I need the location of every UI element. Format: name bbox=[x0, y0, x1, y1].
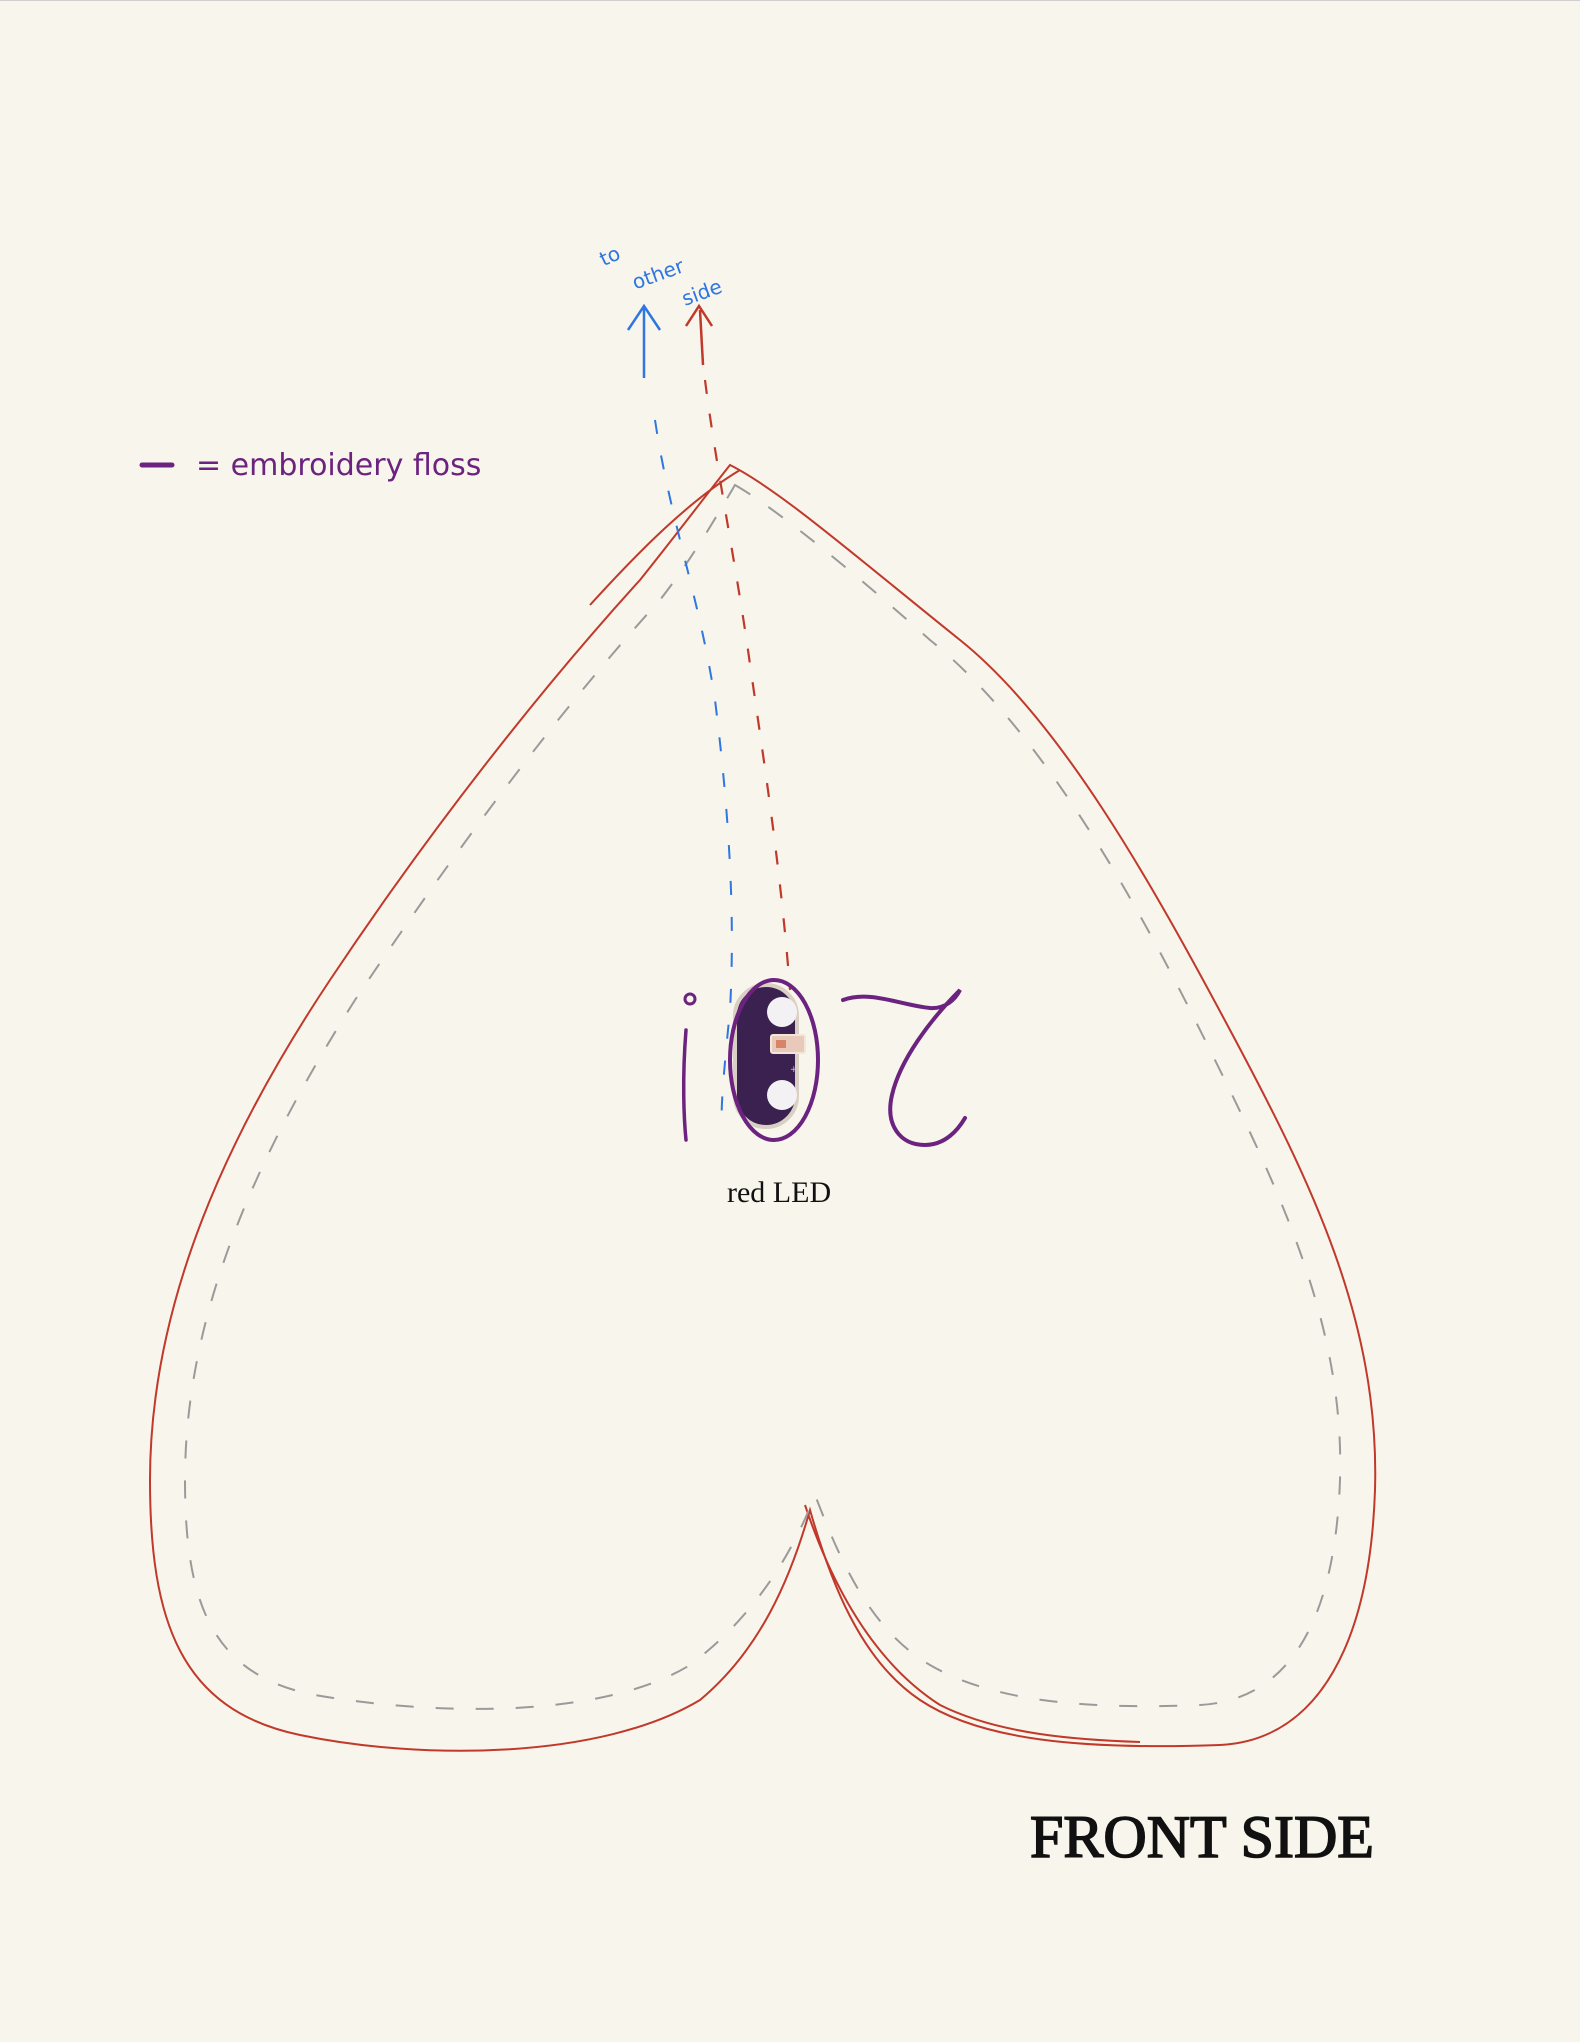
red-thread-dashed bbox=[703, 379, 792, 991]
floss-seven bbox=[841, 988, 967, 1148]
floss-i-dot bbox=[683, 992, 697, 1006]
annotation-to: to bbox=[596, 241, 624, 271]
blue-arrow-head bbox=[626, 303, 662, 331]
top-rule bbox=[0, 0, 1580, 1]
blue-thread-dashed bbox=[654, 419, 733, 1131]
floss-loop bbox=[728, 978, 820, 1142]
red-arrow-head bbox=[684, 303, 714, 327]
led-board: + bbox=[733, 983, 806, 1129]
page-title: FRONT SIDE bbox=[1030, 1804, 1374, 1870]
led-label: red LED bbox=[727, 1176, 831, 1209]
heart-outline-bottom-overlap bbox=[804, 1504, 1141, 1743]
heart-outline-top-overlap bbox=[589, 469, 741, 606]
svg-text:+: + bbox=[790, 1065, 798, 1075]
floss-i-stem bbox=[681, 1028, 688, 1142]
legend-text: = embroidery floss bbox=[196, 448, 481, 483]
heart-outline bbox=[148, 463, 1377, 1752]
red-arrow-shaft bbox=[698, 309, 705, 366]
annotation-side: side bbox=[678, 274, 725, 311]
